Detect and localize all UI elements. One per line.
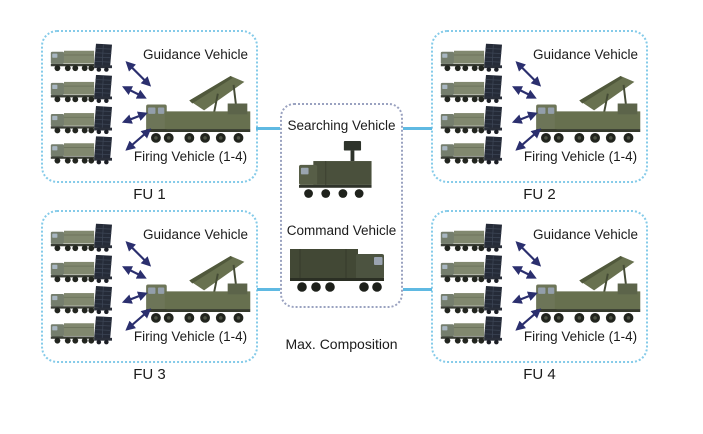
- firing-vehicle-label: Firing Vehicle (1-4): [133, 149, 248, 164]
- firing-vehicle-icon: [50, 43, 113, 72]
- firing-vehicle-icon: [50, 254, 113, 284]
- firing-vehicle-icon: [50, 286, 113, 315]
- double-headed-arrow-icons: [511, 61, 542, 151]
- fire-unit-2-label: FU 2: [523, 186, 556, 203]
- fire-unit-4-box: Guidance Vehicle Firing Vehicle (1-4): [431, 210, 648, 363]
- firing-vehicle-icon: [440, 254, 503, 284]
- firing-vehicle-icon: [440, 286, 503, 315]
- firing-vehicle-label: Firing Vehicle (1-4): [133, 329, 248, 344]
- fire-unit-2-box: Guidance Vehicle Firing Vehicle (1-4): [431, 30, 648, 183]
- firing-vehicle-icon: [50, 74, 113, 104]
- double-headed-arrow-icons: [121, 241, 152, 331]
- max-composition-caption: Max. Composition: [285, 336, 398, 352]
- link-line-center-fu2: [401, 127, 432, 130]
- firing-vehicle-icon: [440, 43, 503, 72]
- firing-vehicle-icon: [50, 106, 113, 135]
- command-vehicle-icon: [289, 248, 385, 293]
- link-line-fu3-center: [257, 288, 281, 291]
- link-line-fu1-center: [256, 127, 281, 130]
- guidance-vehicle-label: Guidance Vehicle: [142, 227, 249, 242]
- battery-core-art: [289, 141, 385, 293]
- fire-unit-3-box: Guidance Vehicle Firing Vehicle (1-4): [41, 210, 258, 363]
- guidance-vehicle-label: Guidance Vehicle: [142, 47, 249, 62]
- firing-vehicle-icon: [50, 316, 113, 345]
- searching-vehicle-label: Searching Vehicle: [287, 118, 396, 133]
- firing-vehicle-icon: [440, 316, 503, 345]
- firing-vehicle-icon: [440, 106, 503, 135]
- command-vehicle-label: Command Vehicle: [286, 223, 397, 238]
- fire-unit-4-label: FU 4: [523, 366, 556, 383]
- guidance-vehicle-icon: [145, 255, 252, 324]
- guidance-vehicle-icon: [535, 255, 642, 324]
- guidance-vehicle-icon: [145, 75, 252, 144]
- fire-unit-4-art: [440, 223, 642, 345]
- firing-vehicle-icon: [50, 136, 113, 165]
- firing-vehicle-label: Firing Vehicle (1-4): [523, 329, 638, 344]
- guidance-vehicle-label: Guidance Vehicle: [532, 47, 639, 62]
- fire-unit-2-art: [440, 43, 642, 165]
- firing-vehicle-label: Firing Vehicle (1-4): [523, 149, 638, 164]
- guidance-vehicle-icon: [535, 75, 642, 144]
- fire-unit-1-label: FU 1: [133, 186, 166, 203]
- firing-vehicle-icon: [50, 223, 113, 252]
- fire-unit-1-art: [50, 43, 252, 165]
- battery-core-box: Searching Vehicle Command Vehicle: [280, 103, 403, 308]
- firing-vehicle-icon: [440, 74, 503, 104]
- double-headed-arrow-icons: [121, 61, 152, 151]
- firing-vehicle-icon: [440, 223, 503, 252]
- fire-unit-1-box: Guidance Vehicle Firing Vehicle (1-4): [41, 30, 258, 183]
- fire-unit-3-art: [50, 223, 252, 345]
- guidance-vehicle-label: Guidance Vehicle: [532, 227, 639, 242]
- link-line-center-fu4: [401, 288, 432, 291]
- searching-vehicle-icon: [298, 141, 373, 199]
- double-headed-arrow-icons: [511, 241, 542, 331]
- fire-unit-3-label: FU 3: [133, 366, 166, 383]
- firing-vehicle-icon: [440, 136, 503, 165]
